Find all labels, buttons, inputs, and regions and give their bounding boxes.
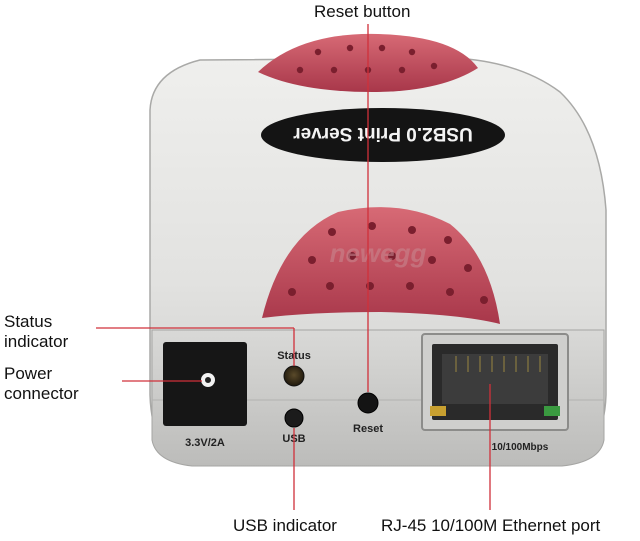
model-badge: [261, 108, 505, 162]
callout-power-connector: Power connector: [4, 364, 79, 403]
usb-led: [284, 408, 304, 428]
callout-reset-button: Reset button: [314, 2, 411, 21]
watermark-logo: newegg: [330, 238, 427, 268]
callout-lines: [96, 24, 491, 510]
front-grip-pad: [262, 207, 500, 324]
callout-ethernet-port: RJ-45 10/100M Ethernet port: [381, 516, 601, 535]
rj45-link-led: [430, 406, 446, 416]
status-led: [283, 365, 305, 387]
power-rating-label: 3.3V/2A: [185, 437, 225, 449]
front-grip-holes: [288, 222, 488, 304]
callout-usb-indicator: USB indicator: [233, 516, 337, 535]
reset-label: Reset: [353, 423, 383, 435]
reset-button: [357, 392, 379, 414]
port-speed-label: 10/100Mbps: [492, 442, 549, 453]
model-badge-label: USB2.0 Print Server: [293, 123, 473, 144]
top-grip-holes: [296, 44, 438, 74]
rj45-activity-led: [544, 406, 560, 416]
callout-status-indicator: Status indicator: [4, 312, 69, 351]
